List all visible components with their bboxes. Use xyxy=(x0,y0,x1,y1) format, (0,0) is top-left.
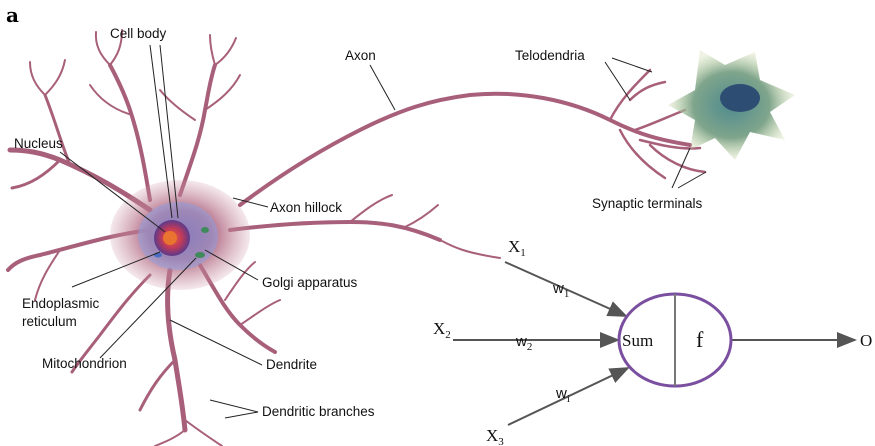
label-dendrite: Dendrite xyxy=(266,357,317,372)
telodendria-branches xyxy=(610,70,705,178)
label-axon-hillock: Axon hillock xyxy=(270,200,342,215)
label-telodendria: Telodendria xyxy=(515,48,585,63)
label-mitochondrion: Mitochondrion xyxy=(42,356,127,371)
output-label: O xyxy=(860,331,872,350)
nucleolus-shape xyxy=(163,231,177,245)
sum-label: Sum xyxy=(622,331,653,350)
input-x2: X2 xyxy=(433,319,451,341)
axon-shape xyxy=(240,94,690,205)
label-golgi-apparatus: Golgi apparatus xyxy=(262,275,358,290)
weight-w1: w1 xyxy=(552,280,569,300)
label-cell-body: Cell body xyxy=(110,26,167,41)
input-x3: X3 xyxy=(486,426,504,446)
target-nucleus xyxy=(720,84,760,112)
mitochondrion-shape xyxy=(195,252,205,258)
weight-w2: w2 xyxy=(515,333,532,353)
label-nucleus: Nucleus xyxy=(14,136,63,151)
panel-letter: a xyxy=(6,3,19,27)
label-dendritic-branches: Dendritic branches xyxy=(262,404,375,419)
label-er-line2: reticulum xyxy=(22,314,77,329)
dendrites xyxy=(8,30,500,446)
label-axon: Axon xyxy=(345,48,376,63)
label-er-line1: Endoplasmic xyxy=(22,296,100,311)
label-synaptic-terminals: Synaptic terminals xyxy=(592,196,703,211)
activation-label: f xyxy=(696,327,704,352)
perceptron: Sum f X1 X2 X3 w1 w2 wi O xyxy=(433,237,872,446)
input-x1: X1 xyxy=(508,237,526,259)
golgi-shape xyxy=(201,227,209,233)
